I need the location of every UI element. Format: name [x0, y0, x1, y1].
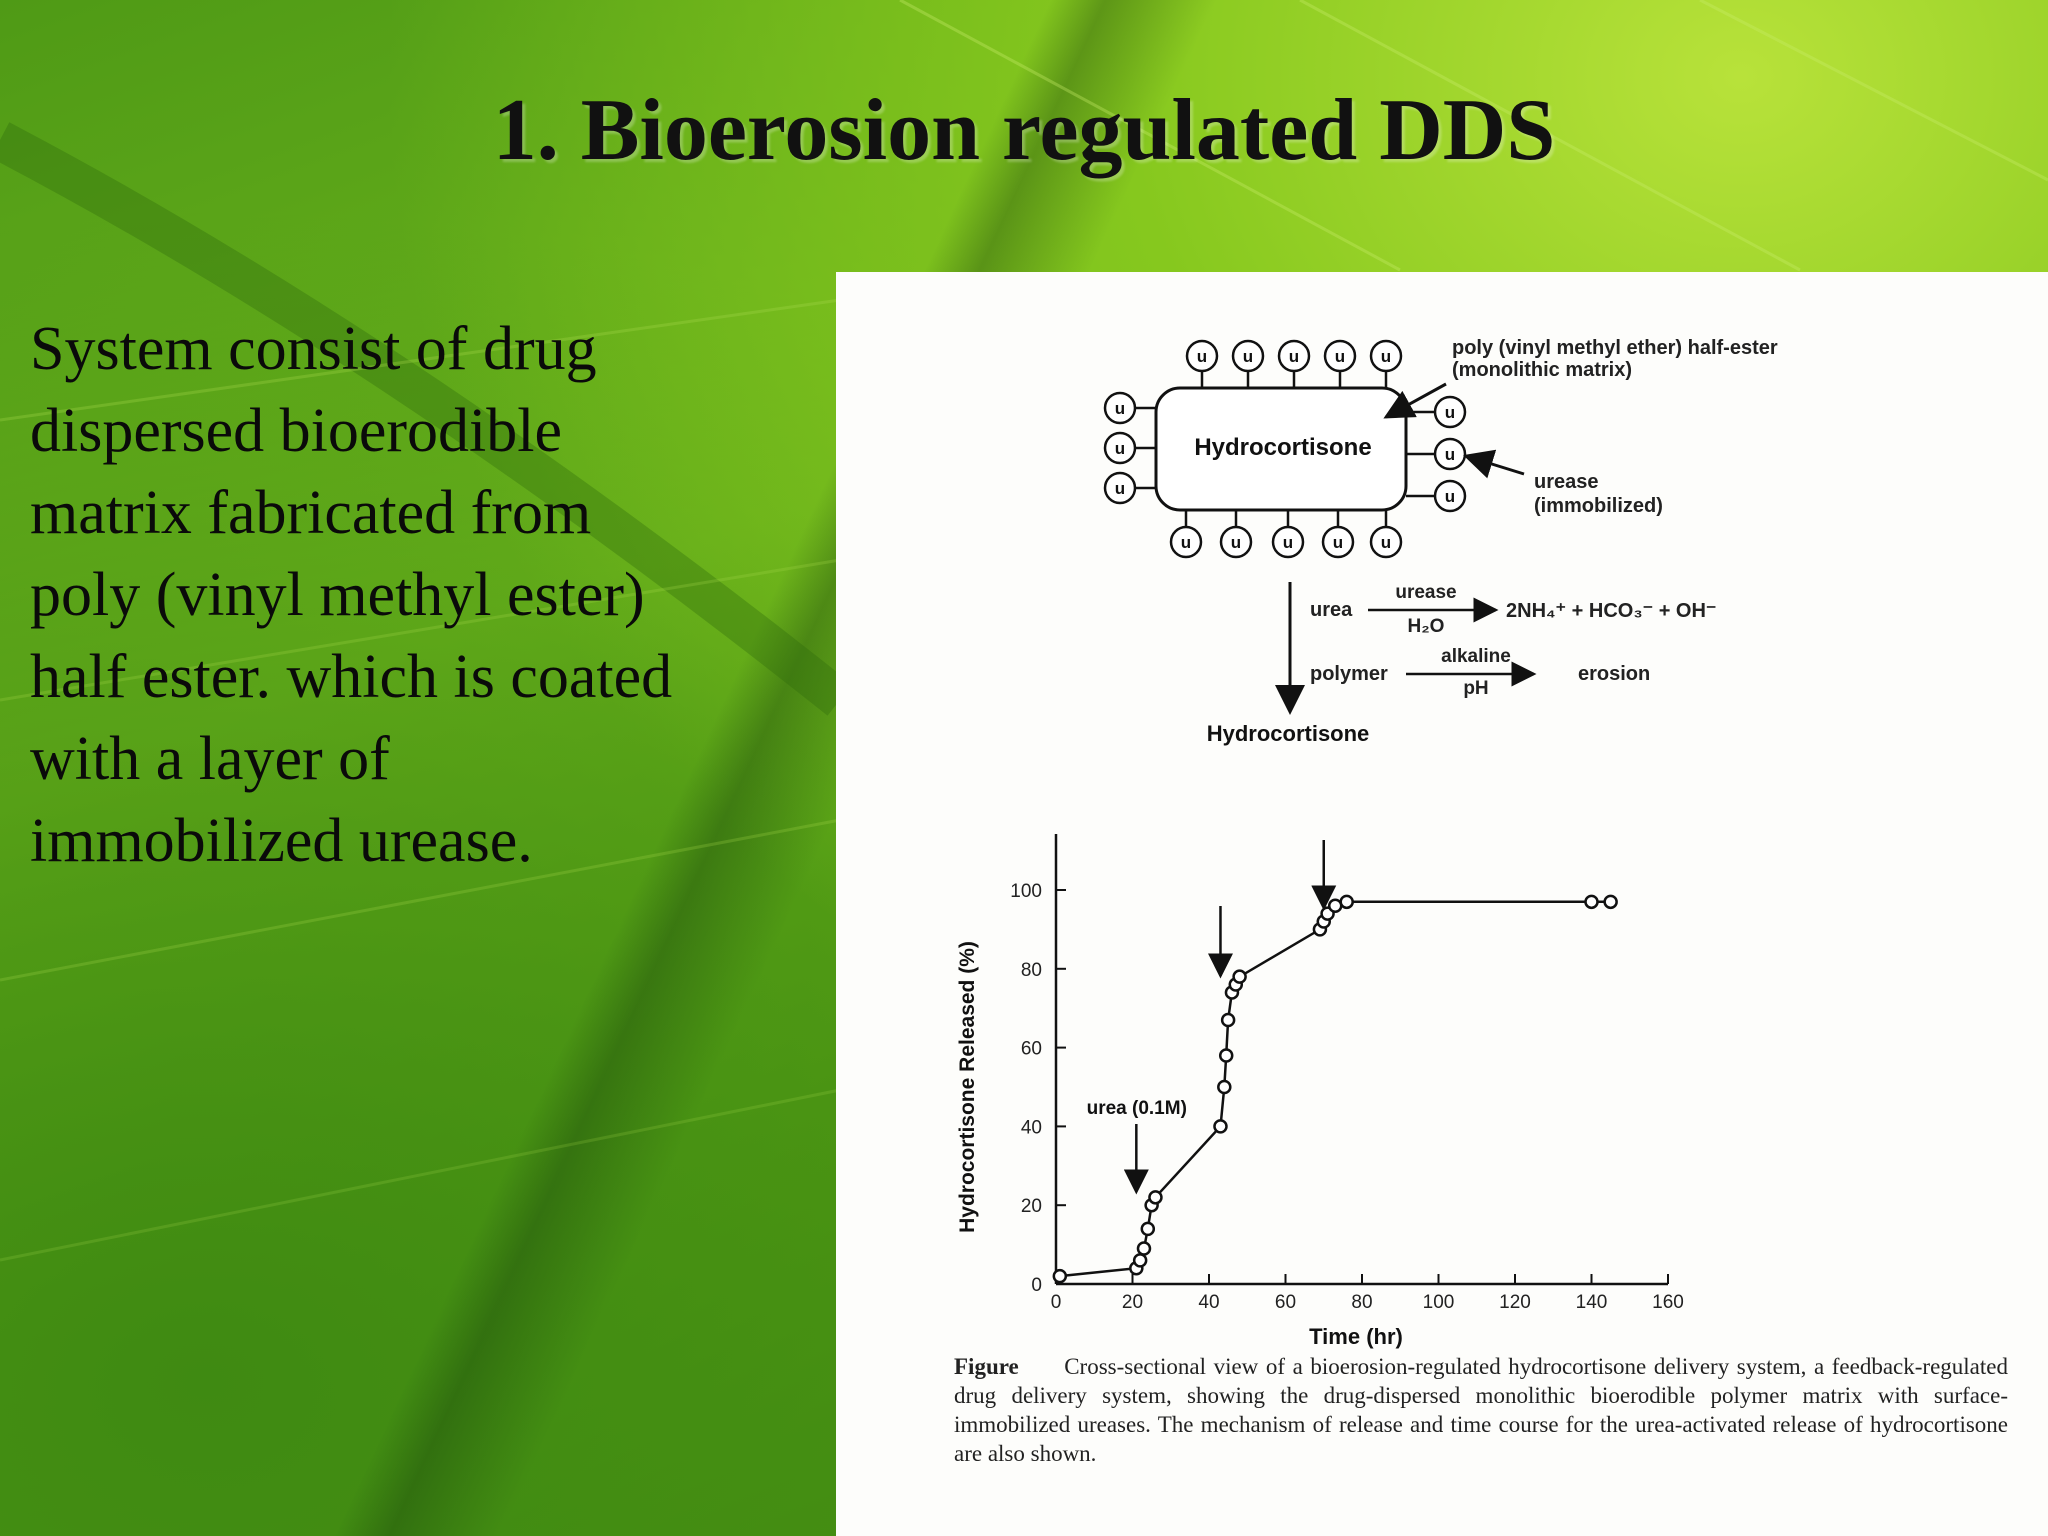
data-point [1327, 898, 1343, 914]
urease-bead-label: u [1335, 347, 1345, 366]
release-curve [1059, 900, 1611, 1278]
y-tick-label: 60 [1021, 1039, 1042, 1060]
x-tick-label: 160 [1652, 1292, 1684, 1313]
urease-bead-label: u [1445, 403, 1455, 422]
reaction1-left: urea [1310, 599, 1353, 621]
urea-annotation: urea (0.1M) [1087, 1098, 1187, 1119]
urease-bead-top: u [1323, 339, 1357, 388]
reaction2-left: polymer [1310, 663, 1388, 685]
x-tick-label: 120 [1499, 1292, 1531, 1313]
urease-bead-top: u [1231, 339, 1265, 388]
data-point [1220, 1012, 1236, 1028]
data-point [1603, 894, 1618, 910]
urease-bead-label: u [1381, 347, 1391, 366]
urease-bead-top: u [1185, 339, 1219, 388]
data-point [1339, 894, 1354, 910]
urease-bead-bottom: u [1219, 510, 1253, 559]
data-point [1136, 1241, 1152, 1256]
y-tick-label: 80 [1021, 960, 1042, 981]
data-point [1140, 1221, 1156, 1237]
reaction1-under: H₂O [1408, 616, 1445, 637]
urease-bead-bottom: u [1369, 510, 1403, 559]
y-tick-label: 100 [1010, 881, 1042, 902]
urease-bead-top: u [1277, 339, 1311, 388]
y-axis-label: Hydrocortisone Released (%) [956, 941, 979, 1233]
urease-bead-label: u [1115, 399, 1125, 418]
slide-body-text: System consist of drug dispersed bioerod… [30, 315, 673, 875]
x-tick-label: 140 [1576, 1292, 1608, 1313]
release-series [1052, 840, 1618, 1284]
urease-label: urease [1534, 471, 1599, 493]
figure-caption: Figure Cross-sectional view of a bioeros… [954, 1352, 2008, 1468]
figure-drawing: Hydrocortisone u u u u u u u u u u u u u u u u poly (vi… [956, 337, 1778, 1349]
urease-bead-right: u [1406, 479, 1467, 513]
caption-text: Cross-sectional view of a bioerosion-reg… [954, 1354, 2008, 1466]
urease-bead-label: u [1445, 445, 1455, 464]
data-point [1132, 1253, 1148, 1268]
urease-bead-label: u [1283, 533, 1293, 552]
slide-title: 1. Bioerosion regulated DDS [492, 82, 1556, 179]
urease-bead-top: u [1369, 339, 1403, 388]
urease-bead-bottom: u [1271, 510, 1305, 559]
urease-bead-label: u [1115, 439, 1125, 458]
urease-bead-label: u [1243, 347, 1253, 366]
urease-bead-left: u [1103, 471, 1156, 505]
data-point [1218, 1048, 1234, 1063]
urease-bead-label: u [1445, 487, 1455, 506]
x-axis-label: Time (hr) [1309, 1324, 1403, 1349]
matrix-diagram: Hydrocortisone u u u u u u u u u u u u u u u u poly (vi… [1103, 337, 1778, 746]
urease-bead-label: u [1381, 533, 1391, 552]
data-point [1052, 1268, 1068, 1284]
urease-bead-right: u [1406, 437, 1467, 471]
reaction1-right: 2NH₄⁺ + HCO₃⁻ + OH⁻ [1506, 600, 1717, 622]
x-tick-label: 60 [1275, 1292, 1296, 1313]
urease-sublabel: (immobilized) [1534, 495, 1663, 517]
urease-bead-bottom: u [1169, 510, 1203, 559]
urease-bead-label: u [1197, 347, 1207, 366]
urease-bead-left: u [1103, 391, 1156, 425]
data-point [1217, 1079, 1232, 1095]
reaction2-over: alkaline [1441, 646, 1511, 667]
data-point [1584, 894, 1599, 910]
y-tick-label: 40 [1021, 1117, 1042, 1138]
x-tick-label: 100 [1423, 1292, 1455, 1313]
data-point [1213, 1119, 1228, 1134]
release-chart: Hydrocortisone Released (%) Time (hr) ur… [956, 834, 1684, 1349]
x-tick-label: 20 [1122, 1292, 1143, 1313]
urease-bead-label: u [1181, 533, 1191, 552]
product-label: Hydrocortisone [1207, 721, 1370, 746]
y-tick-label: 0 [1031, 1275, 1042, 1296]
matrix-sublabel: (monolithic matrix) [1452, 359, 1632, 381]
data-point [1148, 1190, 1163, 1205]
matrix-label: poly (vinyl methyl ether) half-ester [1452, 337, 1778, 359]
urease-bead-label: u [1333, 533, 1343, 552]
caption-lead: Figure [954, 1354, 1019, 1379]
urease-bead-left: u [1103, 431, 1156, 465]
x-tick-label: 40 [1198, 1292, 1219, 1313]
x-tick-label: 0 [1051, 1292, 1062, 1313]
urease-beads: u u u u u u u u u u u u u u u u [1103, 339, 1467, 559]
x-tick-label: 80 [1351, 1292, 1372, 1313]
reaction1-over: urease [1395, 582, 1456, 603]
core-label: Hydrocortisone [1194, 434, 1371, 461]
urease-bead-label: u [1115, 479, 1125, 498]
urease-bead-label: u [1289, 347, 1299, 366]
figure-panel: Hydrocortisone u u u u u u u u u u u u u u u u poly (vi… [836, 272, 2048, 1536]
y-tick-label: 20 [1021, 1196, 1042, 1217]
data-point [1232, 969, 1247, 984]
urease-bead-label: u [1231, 533, 1241, 552]
urease-bead-bottom: u [1321, 510, 1355, 559]
reaction2-right: erosion [1578, 663, 1650, 685]
urease-bead-right: u [1406, 395, 1467, 429]
chart-axes: 0 20 40 60 80 100 120 140 160 0 20 40 60 80 100 [1010, 834, 1684, 1313]
reaction2-under: pH [1463, 678, 1488, 699]
